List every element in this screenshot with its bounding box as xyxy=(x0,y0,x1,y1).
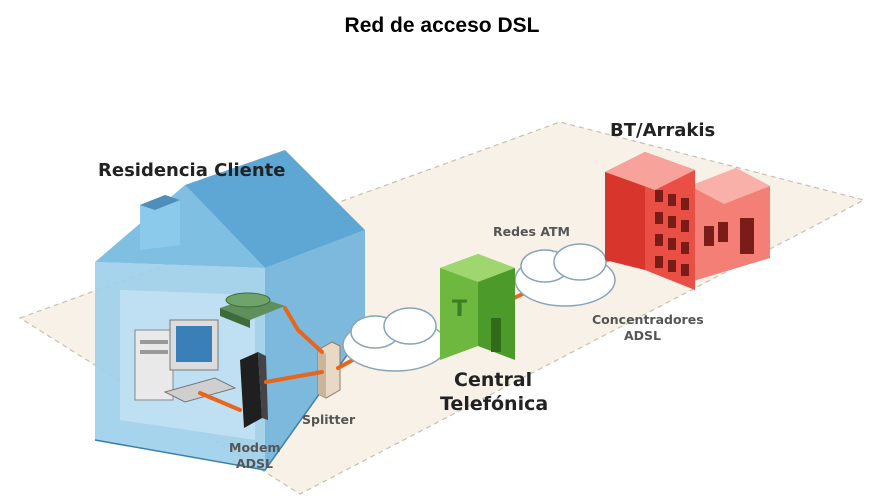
page-title: Red de acceso DSL xyxy=(344,14,540,37)
concentrators-label-line1: Concentradores xyxy=(592,312,704,327)
residence-label: Residencia Cliente xyxy=(98,160,286,181)
cloud-icon xyxy=(342,307,448,372)
telephone-icon xyxy=(220,292,285,328)
telephone-exchange: T xyxy=(440,254,515,360)
svg-text:T: T xyxy=(452,297,467,322)
modem-label-line2: ADSL xyxy=(236,456,273,471)
splitter-icon xyxy=(317,341,341,399)
provider-building xyxy=(605,152,770,290)
central-label-line2: Telefónica xyxy=(440,393,548,415)
splitter-label: Splitter xyxy=(302,412,356,427)
modem-label-line1: Modem xyxy=(229,440,280,455)
concentrators-label-line2: ADSL xyxy=(624,328,661,343)
provider-label: BT/Arrakis xyxy=(610,120,715,141)
atm-label: Redes ATM xyxy=(493,224,570,239)
modem-icon xyxy=(240,352,268,428)
computer-icon xyxy=(134,319,237,403)
chimney xyxy=(140,195,180,250)
atm-cloud-icon xyxy=(514,243,616,307)
central-label-line1: Central xyxy=(454,369,532,391)
